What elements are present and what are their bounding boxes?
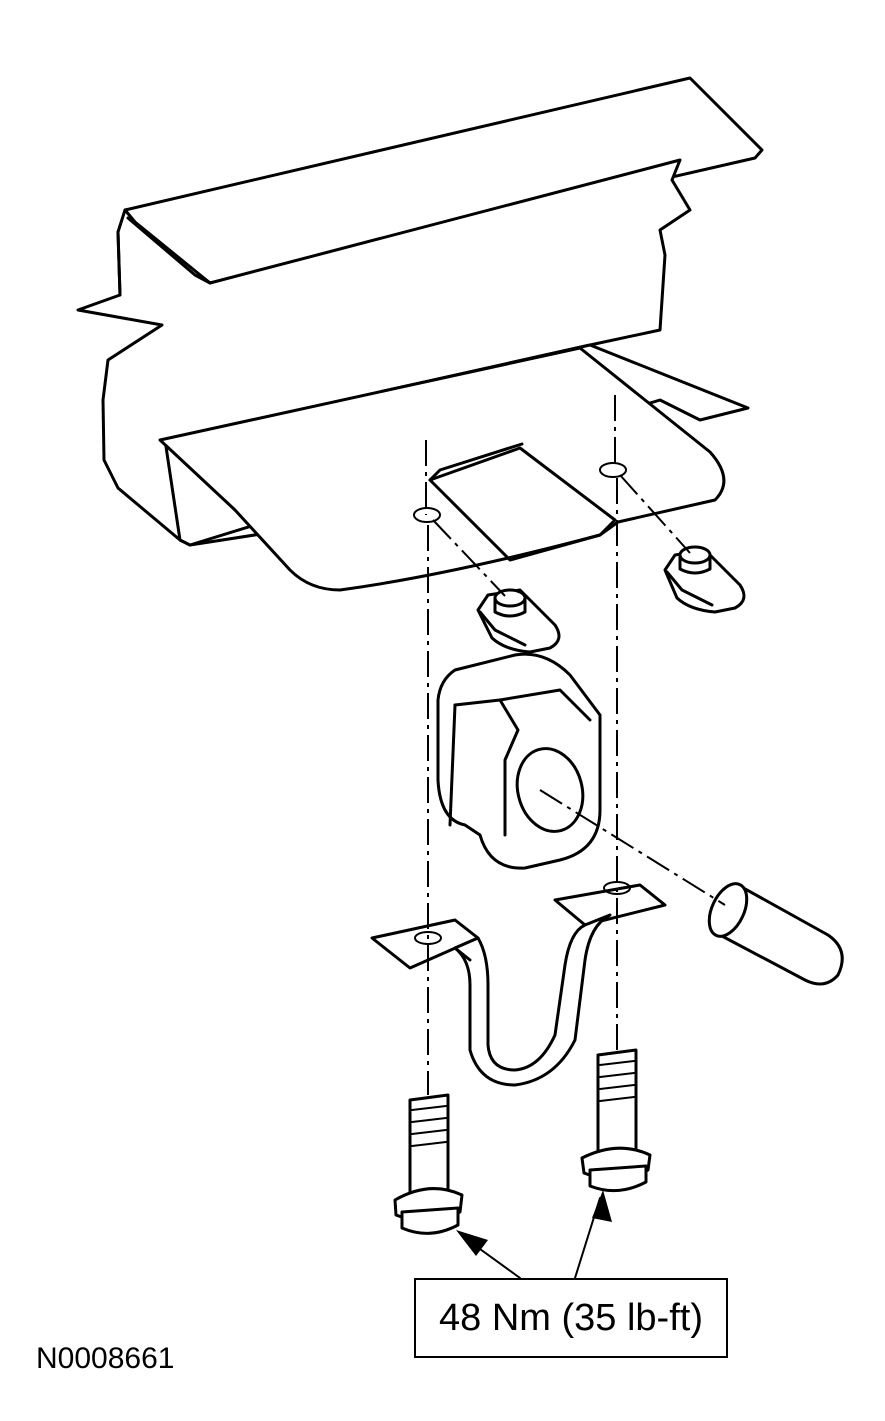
stabilizer-bar-stub — [707, 882, 844, 986]
clip-nut-right — [663, 545, 746, 614]
arrowhead-right — [592, 1190, 612, 1222]
figure-id: N0008661 — [36, 1342, 175, 1375]
bolt-right — [580, 1048, 652, 1193]
clip-nut-left — [476, 588, 561, 654]
bolt-left — [393, 1093, 464, 1235]
frame-bracket-plate — [158, 346, 726, 592]
torque-callout: 48 Nm (35 lb-ft) — [414, 1278, 728, 1358]
torque-leader-arrows — [456, 1190, 612, 1279]
assembly-centerlines — [425, 395, 726, 1095]
torque-label: 48 Nm (35 lb-ft) — [439, 1296, 703, 1339]
arrowhead-left — [456, 1230, 488, 1256]
stabilizer-bushing — [436, 652, 602, 870]
